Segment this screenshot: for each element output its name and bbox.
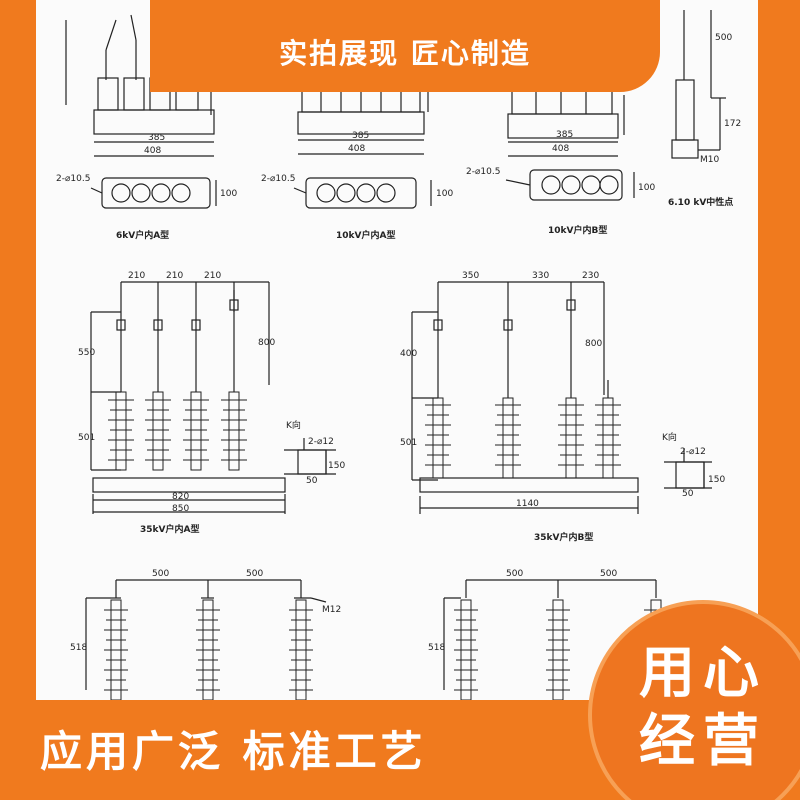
dim-label: 50 xyxy=(306,476,318,486)
dim-label: 385 xyxy=(148,133,165,143)
dim-label: 150 xyxy=(708,475,725,485)
dim-label: 408 xyxy=(552,144,569,154)
caption-label: 35kV户内A型 xyxy=(140,523,199,535)
dim-label: 820 xyxy=(172,492,189,502)
row3-labels: 500 500 518 M12 500 500 518 xyxy=(70,569,617,653)
k-view-label: K向 xyxy=(662,431,677,443)
caption-label: 10kV户内A型 xyxy=(336,229,395,241)
dim-label: 1140 xyxy=(516,499,539,509)
k-view-detail-right xyxy=(664,448,712,489)
bolt-label: M10 xyxy=(700,155,719,165)
frame-left xyxy=(0,0,36,800)
technical-drawing: 385 408 2-⌀10.5 100 6kV户内A型 385 408 2-⌀1… xyxy=(36,0,758,712)
dim-label: 172 xyxy=(724,119,741,129)
hole-label: 2-⌀12 xyxy=(680,447,706,457)
dim-label: 850 xyxy=(172,504,189,514)
dim-label: 100 xyxy=(436,189,453,199)
bolt-label: M12 xyxy=(322,605,341,615)
dim-label: 408 xyxy=(144,146,161,156)
dim-label: 501 xyxy=(400,438,417,448)
dim-label: 150 xyxy=(328,461,345,471)
arrester-row3-left xyxy=(85,579,327,701)
dim-label: 550 xyxy=(78,348,95,358)
drawing-svg: 385 408 2-⌀10.5 100 6kV户内A型 385 408 2-⌀1… xyxy=(56,10,741,701)
row2-labels: 210 210 210 550 501 800 820 850 35kV户内A型… xyxy=(78,271,725,543)
badge-circle xyxy=(588,600,800,800)
spacing-label: 350 xyxy=(462,271,479,281)
arrester-35kv-indoor-a xyxy=(90,281,286,514)
hole-label: 2-⌀10.5 xyxy=(261,174,295,184)
dim-label: 385 xyxy=(556,130,573,140)
badge-text: 用心经营 xyxy=(639,641,767,774)
hole-label: 2-⌀10.5 xyxy=(466,167,500,177)
top-banner: 实拍展现 匠心制造 xyxy=(150,12,660,92)
caption-label: 35kV户内B型 xyxy=(534,531,593,543)
k-view-detail-left xyxy=(284,438,336,475)
dim-label: 800 xyxy=(585,339,602,349)
spacing-label: 500 xyxy=(152,569,169,579)
spacing-label: 210 xyxy=(204,271,221,281)
dim-label: 800 xyxy=(258,338,275,348)
spacing-label: 330 xyxy=(532,271,549,281)
dim-label: 100 xyxy=(638,183,655,193)
arrester-35kv-indoor-b xyxy=(411,281,639,514)
spacing-label: 230 xyxy=(582,271,599,281)
dim-label: 518 xyxy=(70,643,87,653)
row1-labels: 385 408 2-⌀10.5 100 6kV户内A型 385 408 2-⌀1… xyxy=(56,33,741,241)
top-banner-tab xyxy=(150,0,660,14)
spacing-label: 500 xyxy=(600,569,617,579)
dim-label: 400 xyxy=(400,349,417,359)
spacing-label: 500 xyxy=(506,569,523,579)
bottom-slogan: 应用广泛 标准工艺 xyxy=(40,727,427,776)
hole-label: 2-⌀10.5 xyxy=(56,174,90,184)
dim-label: 408 xyxy=(348,144,365,154)
dim-label: 100 xyxy=(220,189,237,199)
dim-label: 50 xyxy=(682,489,694,499)
spacing-label: 210 xyxy=(128,271,145,281)
spacing-label: 210 xyxy=(166,271,183,281)
caption-label: 6kV户内A型 xyxy=(116,229,169,241)
arrester-neutral xyxy=(671,10,726,159)
dim-label: 518 xyxy=(428,643,445,653)
spacing-label: 500 xyxy=(246,569,263,579)
k-view-label: K向 xyxy=(286,419,301,431)
hole-label: 2-⌀12 xyxy=(308,437,334,447)
dim-label: 500 xyxy=(715,33,732,43)
caption-label: 10kV户内B型 xyxy=(548,224,607,236)
dim-label: 385 xyxy=(352,131,369,141)
dim-label: 501 xyxy=(78,433,95,443)
caption-label: 6.10 kV中性点 xyxy=(668,196,733,208)
